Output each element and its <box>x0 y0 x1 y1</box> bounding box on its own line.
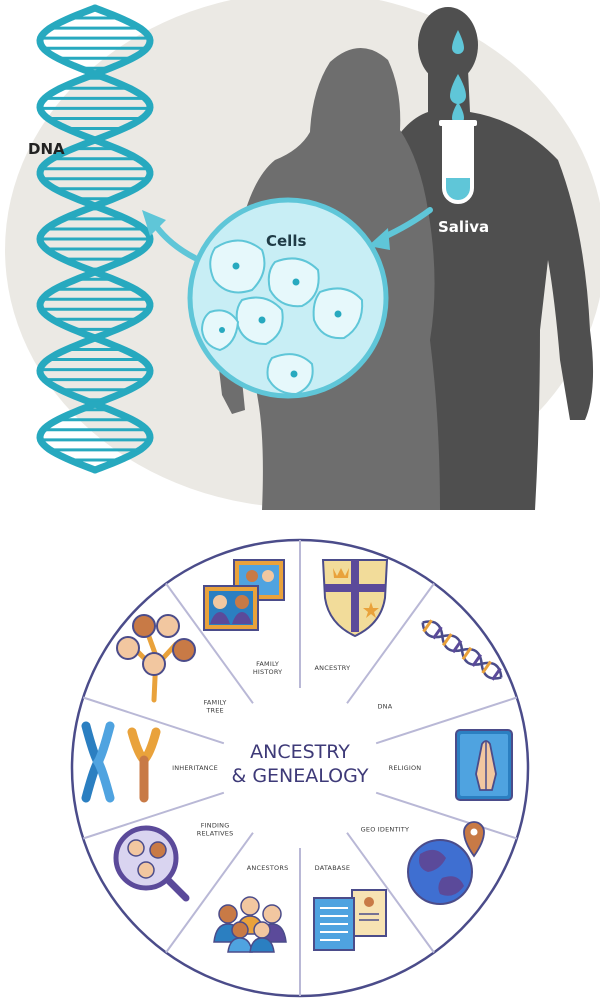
segment-label-line: RELATIVES <box>197 830 234 838</box>
ancestry-wheel: ANCESTRY & GENEALOGY ANCESTRY DNA RELIGION… <box>70 538 530 998</box>
segment-label-line: ANCESTRY <box>315 664 351 672</box>
dna-label: DNA <box>28 140 65 158</box>
wheel-dividers <box>82 540 518 996</box>
segment-label-line: TREE <box>205 706 224 714</box>
wheel-divider <box>375 696 518 745</box>
center-title-line1: ANCESTRY <box>250 741 350 763</box>
documents-icon <box>313 889 387 951</box>
segment-label-line: ANCESTORS <box>247 864 289 872</box>
shield-crest-icon <box>321 559 389 638</box>
wheel-divider <box>165 582 254 704</box>
saliva-label: Saliva <box>438 218 489 236</box>
wheel-divider <box>82 791 225 840</box>
segment-label: GEO IDENTITY <box>361 826 409 834</box>
wheel-center <box>220 688 380 848</box>
segment-label-line: HISTORY <box>253 668 283 676</box>
wheel-divider <box>165 832 254 954</box>
arrow-cells-to-dna-head <box>142 210 166 236</box>
dna-test-diagram: DNA Saliva <box>5 0 600 510</box>
test-tube-icon <box>439 120 477 204</box>
segment-label: RELIGION <box>389 764 422 772</box>
portrait-frames-icon <box>203 559 285 631</box>
arrow-cells-to-dna <box>153 223 198 261</box>
cells-magnifier: Cells <box>187 197 389 399</box>
segment-label: INHERITANCE <box>172 764 218 772</box>
segment-label: ANCESTORS <box>247 864 289 872</box>
segment-label-line: INHERITANCE <box>172 764 218 772</box>
family-tree-icon <box>116 614 196 703</box>
magnifier-faces-icon <box>113 825 190 902</box>
globe-pin-icon <box>407 821 485 905</box>
segment-label-line: FAMILY <box>256 660 279 668</box>
segment-label-line: FINDING <box>201 822 230 830</box>
arrow-saliva-to-cells-head <box>368 228 390 250</box>
chromosomes-icon <box>81 721 161 803</box>
saliva-drops-icon <box>450 30 466 124</box>
dna-helix-icon <box>36 4 154 474</box>
wheel-divider <box>346 832 435 954</box>
segment-label: ANCESTRY <box>315 664 351 672</box>
segment-label-line: GEO IDENTITY <box>361 826 409 834</box>
wheel-divider <box>375 791 518 840</box>
wheel-divider <box>82 696 225 745</box>
wheel-divider <box>346 582 435 704</box>
segment-label: DNA <box>377 702 392 710</box>
praying-hands-book-icon <box>455 729 513 801</box>
people-group-icon <box>213 896 287 953</box>
cells-label: Cells <box>266 232 306 250</box>
segment-label-line: DNA <box>377 702 392 710</box>
dna-helix-small-icon <box>421 619 503 681</box>
center-title-line2: & GENEALOGY <box>231 765 368 787</box>
segment-label-line: RELIGION <box>389 764 422 772</box>
segment-label-line: DATABASE <box>315 864 350 872</box>
segment-label: DATABASE <box>315 864 350 872</box>
segment-label-line: FAMILY <box>204 698 227 706</box>
